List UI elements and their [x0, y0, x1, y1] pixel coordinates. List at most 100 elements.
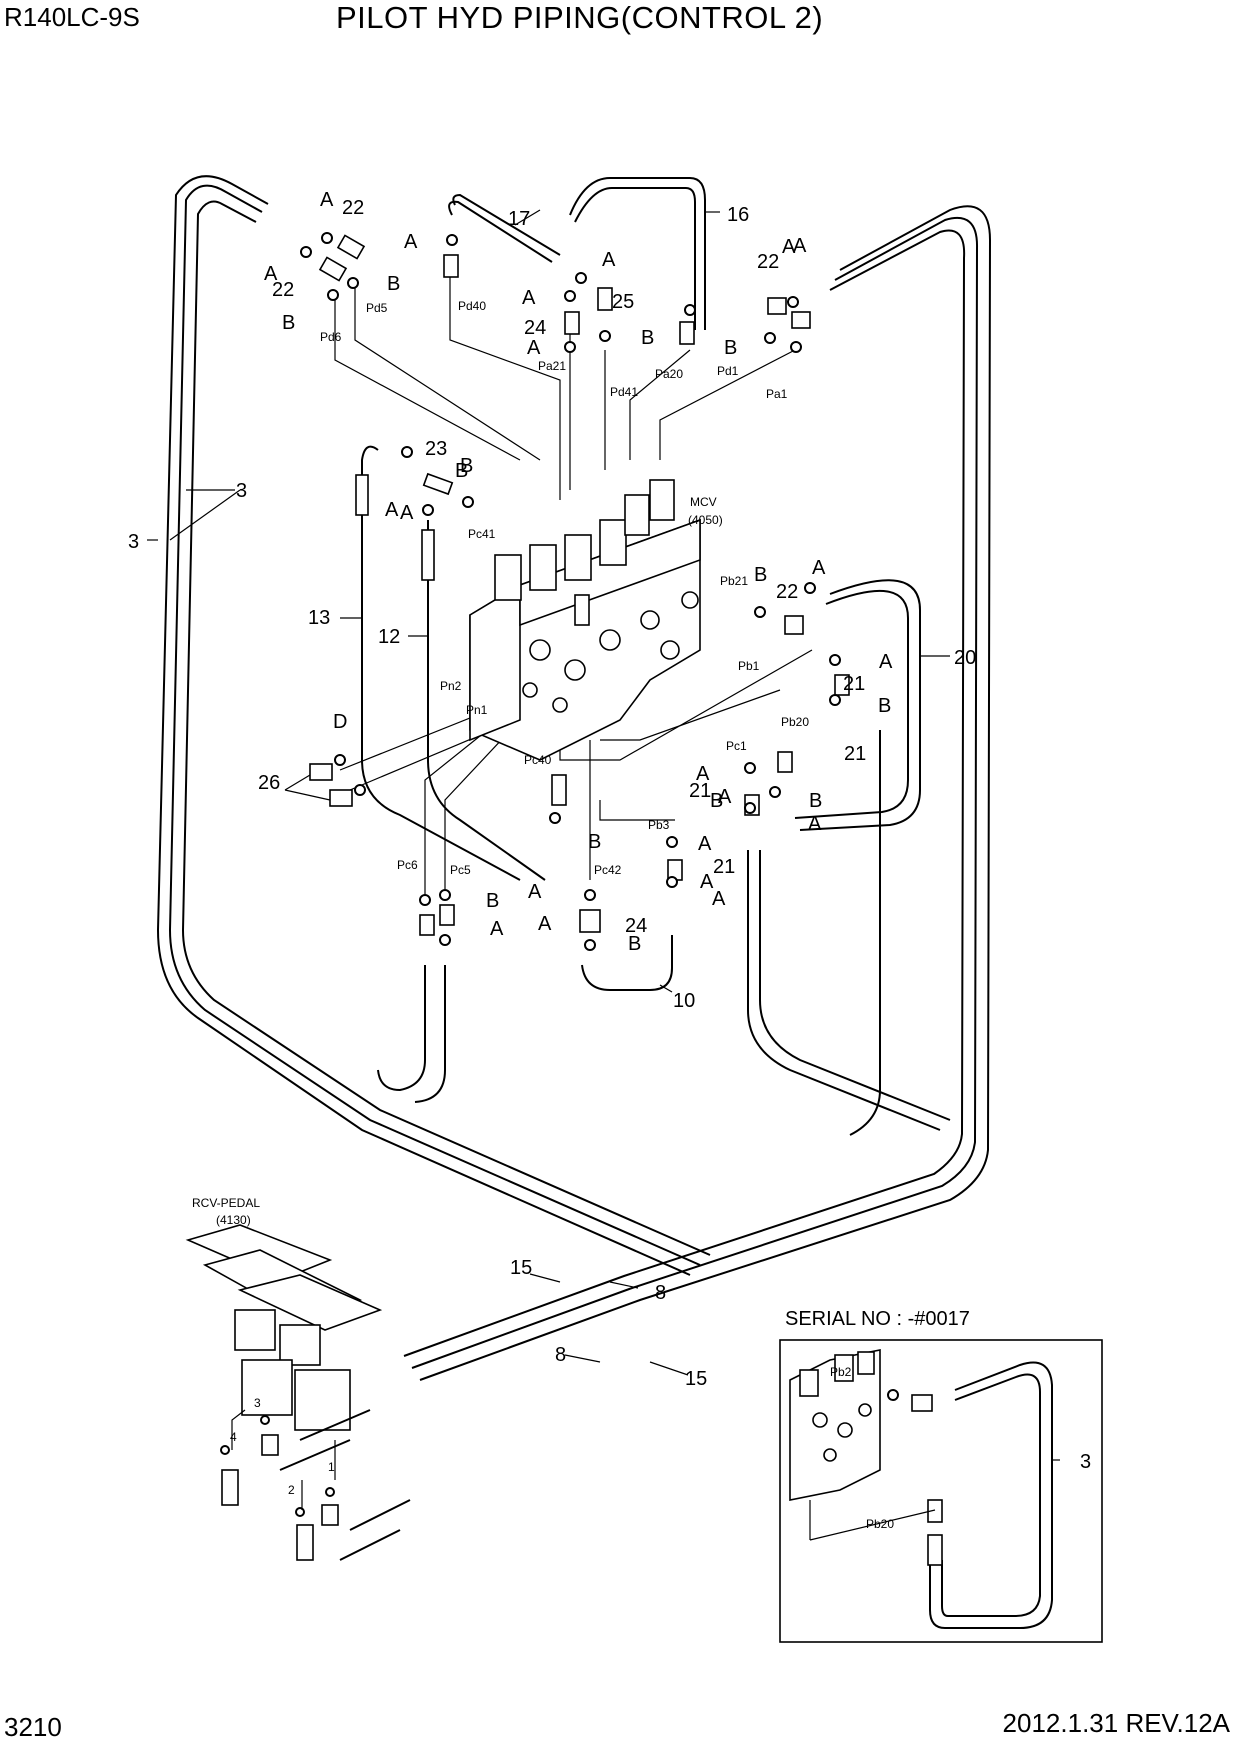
port-label: Pb3	[648, 818, 670, 832]
part-callout: 21	[843, 673, 865, 695]
port-label: Pd1	[717, 364, 739, 378]
hose-12	[427, 520, 546, 881]
rcv-pedal	[185, 1224, 383, 1561]
hose-20	[799, 579, 921, 831]
rcv-pedal-label: RCV-PEDAL	[192, 1196, 260, 1210]
ring-letter-callout: B	[282, 312, 295, 334]
hose-13	[361, 445, 521, 881]
port-label: Pc6	[397, 858, 418, 872]
model-number: R140LC-9S	[4, 2, 140, 32]
ring-letter-callout: A	[527, 337, 541, 359]
ring-letter-callout: B	[754, 564, 767, 586]
part-callout: 17	[508, 208, 530, 230]
part-callout: 8	[555, 1344, 566, 1366]
part-callout: 21	[713, 856, 735, 878]
port-label: Pc41	[468, 527, 496, 541]
part-callout: 22	[776, 581, 798, 603]
o-rings	[300, 232, 841, 951]
ring-letter-callout: A	[712, 888, 726, 910]
hose-16	[569, 177, 706, 330]
serial-inset-box	[779, 1339, 1103, 1643]
port-label: Pb2	[830, 1365, 852, 1379]
ring-letter-callout: A	[264, 263, 278, 285]
ring-letter-callout: B	[809, 790, 822, 812]
ring-letter-callout: A	[400, 502, 414, 524]
part-callout: 25	[612, 291, 634, 313]
port-label: Pc42	[594, 863, 622, 877]
port-label: Pd6	[320, 330, 342, 344]
page-title: PILOT HYD PIPING(CONTROL 2)	[336, 0, 824, 35]
port-label: Pd5	[366, 301, 388, 315]
port-label: Pn2	[440, 679, 462, 693]
hose-3-left	[156, 175, 711, 1276]
inset-title: SERIAL NO : -#0017	[785, 1308, 970, 1330]
ring-letter-callout: A	[793, 235, 807, 257]
ring-letter-callout: A	[538, 913, 552, 935]
part-callout: 13	[308, 607, 330, 629]
ring-letter-callout: D	[333, 711, 347, 733]
part-callout: 3	[128, 531, 139, 553]
ring-letter-callout: A	[698, 833, 712, 855]
ring-letter-callout: B	[641, 327, 654, 349]
pedal-port-label: 3	[254, 1396, 261, 1410]
ring-letter-callout: A	[879, 651, 893, 673]
ring-letter-callout: A	[385, 499, 399, 521]
ring-letter-callout: A	[320, 189, 334, 211]
port-label: Pn1	[466, 703, 488, 717]
part-callout: 3	[1080, 1451, 1091, 1473]
ring-letter-callout: B	[724, 337, 737, 359]
port-label: Pd40	[458, 299, 486, 313]
mcv-valve	[469, 479, 701, 761]
ring-letter-callout: A	[782, 236, 796, 258]
hose-10	[581, 935, 673, 991]
ring-letter-callout: A	[808, 813, 822, 835]
port-label: Pa1	[766, 387, 788, 401]
ring-letter-callout: B	[588, 831, 601, 853]
part-callout: 10	[673, 990, 695, 1012]
pedal-port-label: 4	[230, 1430, 237, 1444]
part-callout: 24	[524, 317, 546, 339]
part-callout: 15	[510, 1257, 532, 1279]
pedal-port-label: 1	[328, 1460, 335, 1474]
port-label: Pb21	[720, 574, 748, 588]
pedal-port-label: 2	[288, 1483, 295, 1497]
part-callout: 21	[844, 743, 866, 765]
port-label: Pa21	[538, 359, 566, 373]
port-label: Pb1	[738, 659, 760, 673]
hose-17	[452, 193, 561, 256]
ring-letter-callout: B	[460, 455, 473, 477]
part-callout: 16	[727, 204, 749, 226]
port-label: Pc40	[524, 753, 552, 767]
port-label: Pc5	[450, 863, 471, 877]
ring-letter-callout: B	[628, 933, 641, 955]
part-callout: 22	[342, 197, 364, 219]
part-callout: 8	[655, 1282, 666, 1304]
part-callout: 21	[689, 780, 711, 802]
ring-letter-callout: B	[486, 890, 499, 912]
port-label: Pa20	[655, 367, 683, 381]
ring-letter-callout: B	[878, 695, 891, 717]
part-callout: 3	[236, 480, 247, 502]
ring-letter-callout: A	[700, 871, 714, 893]
part-callout: 22	[757, 251, 779, 273]
part-callout: 15	[685, 1368, 707, 1390]
port-label: Pc1	[726, 739, 747, 753]
leader-lines	[147, 209, 1060, 1461]
part-callout: 26	[258, 772, 280, 794]
inset-drawing	[789, 1349, 1053, 1629]
part-callout: 24	[625, 915, 647, 937]
ring-letter-callout: A	[812, 557, 826, 579]
part-callout: 22	[272, 279, 294, 301]
port-label: Pb20	[866, 1517, 894, 1531]
ring-letter-callout: B	[387, 273, 400, 295]
ring-letter-callout: A	[718, 786, 732, 808]
revision-date: 2012.1.31 REV.12A	[1002, 1708, 1230, 1738]
ring-letter-callout: A	[404, 231, 418, 253]
rcv-pedal-label: (4130)	[216, 1213, 251, 1227]
mcv-label: (4050)	[688, 513, 723, 527]
hose-right-bundle	[403, 205, 992, 1381]
mcv-label: MCV	[690, 495, 717, 509]
ring-letter-callout: A	[522, 287, 536, 309]
